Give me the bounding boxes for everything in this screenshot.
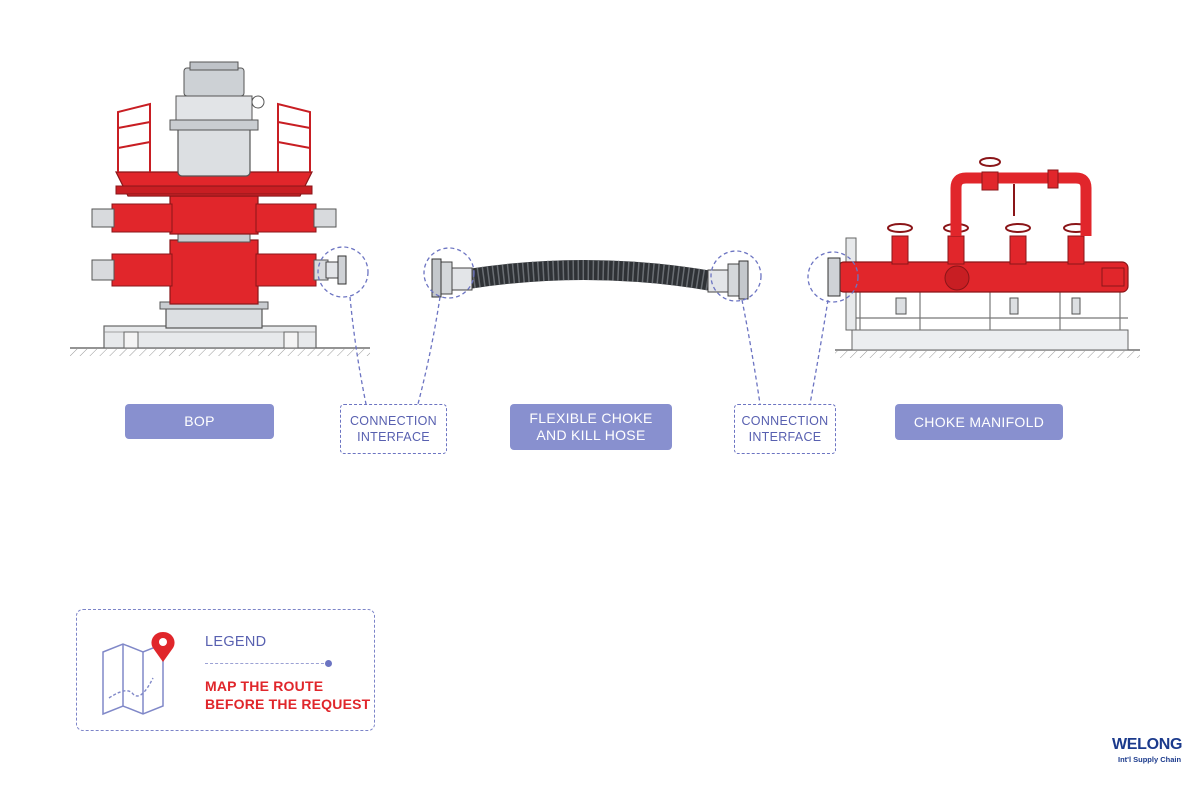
connection-interface-left-text: CONNECTION INTERFACE [349,414,438,444]
map-pin-icon [102,632,175,716]
hose-label: FLEXIBLE CHOKE AND KILL HOSE [510,404,672,450]
hose-label-text: FLEXIBLE CHOKE AND KILL HOSE [529,410,653,443]
connection-markers [317,246,859,405]
choke-manifold-label: CHOKE MANIFOLD [895,404,1063,440]
flexible-hose [431,258,749,300]
connection-interface-right-text: CONNECTION INTERFACE [741,414,829,444]
legend-box: LEGEND MAP THE ROUTE BEFORE THE REQUEST [76,609,375,731]
legend-title: LEGEND [205,634,267,650]
connection-interface-right-label: CONNECTION INTERFACE [734,404,836,454]
legend-text-line2: BEFORE THE REQUEST [205,696,371,712]
welong-logo: WELONG Int'l Supply Chain [1100,712,1200,800]
bop-stack [70,61,370,356]
bop-label: BOP [125,404,274,439]
logo-name: WELONG [1112,736,1183,753]
legend-divider-dot [325,660,332,667]
connection-interface-left-label: CONNECTION INTERFACE [340,404,447,454]
legend-divider [205,663,329,664]
logo-tagline: Int'l Supply Chain [1118,755,1182,764]
choke-manifold [827,157,1140,358]
legend-text-line1: MAP THE ROUTE [205,678,324,694]
